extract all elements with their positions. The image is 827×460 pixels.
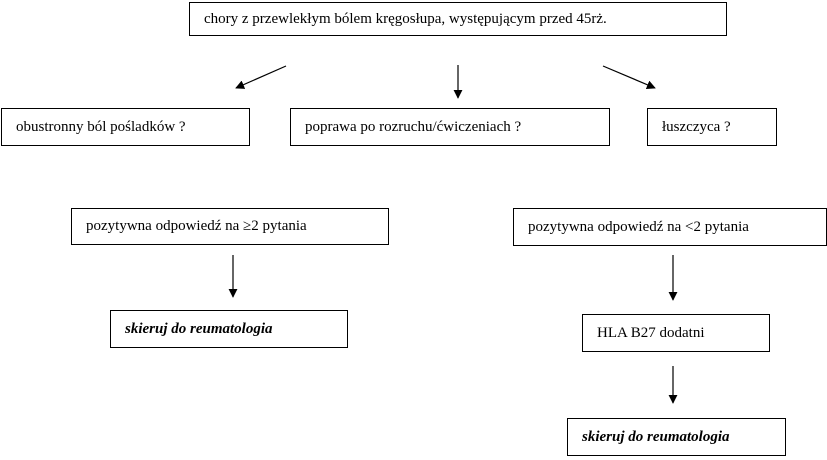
node-question-psoriasis-label: łuszczyca ? [662, 118, 731, 135]
node-top-label: chory z przewlekłym bólem kręgosłupa, wy… [204, 10, 607, 27]
node-positive-many: pozytywna odpowiedź na ≥2 pytania [71, 208, 389, 245]
node-refer-right-label: skieruj do reumatologia [582, 428, 730, 445]
arrow-top-to-q1 [235, 65, 287, 89]
node-question-buttock-pain-label: obustronny ból pośladków ? [16, 118, 186, 135]
arrow-top-to-q3 [602, 65, 656, 89]
node-question-improvement-label: poprawa po rozruchu/ćwiczeniach ? [305, 118, 522, 135]
node-top: chory z przewlekłym bólem kręgosłupa, wy… [189, 2, 727, 36]
node-refer-left: skieruj do reumatologia [110, 310, 348, 348]
node-positive-few-label: pozytywna odpowiedź na <2 pytania [528, 218, 749, 235]
node-question-buttock-pain: obustronny ból pośladków ? [1, 108, 250, 146]
node-refer-right: skieruj do reumatologia [567, 418, 786, 456]
node-hla: HLA B27 dodatni [582, 314, 770, 352]
node-question-psoriasis: łuszczyca ? [647, 108, 777, 146]
node-refer-left-label: skieruj do reumatologia [125, 320, 273, 337]
node-question-improvement: poprawa po rozruchu/ćwiczeniach ? [290, 108, 610, 146]
node-hla-label: HLA B27 dodatni [597, 324, 705, 341]
node-positive-few: pozytywna odpowiedź na <2 pytania [513, 208, 827, 246]
node-positive-many-label: pozytywna odpowiedź na ≥2 pytania [86, 218, 307, 234]
